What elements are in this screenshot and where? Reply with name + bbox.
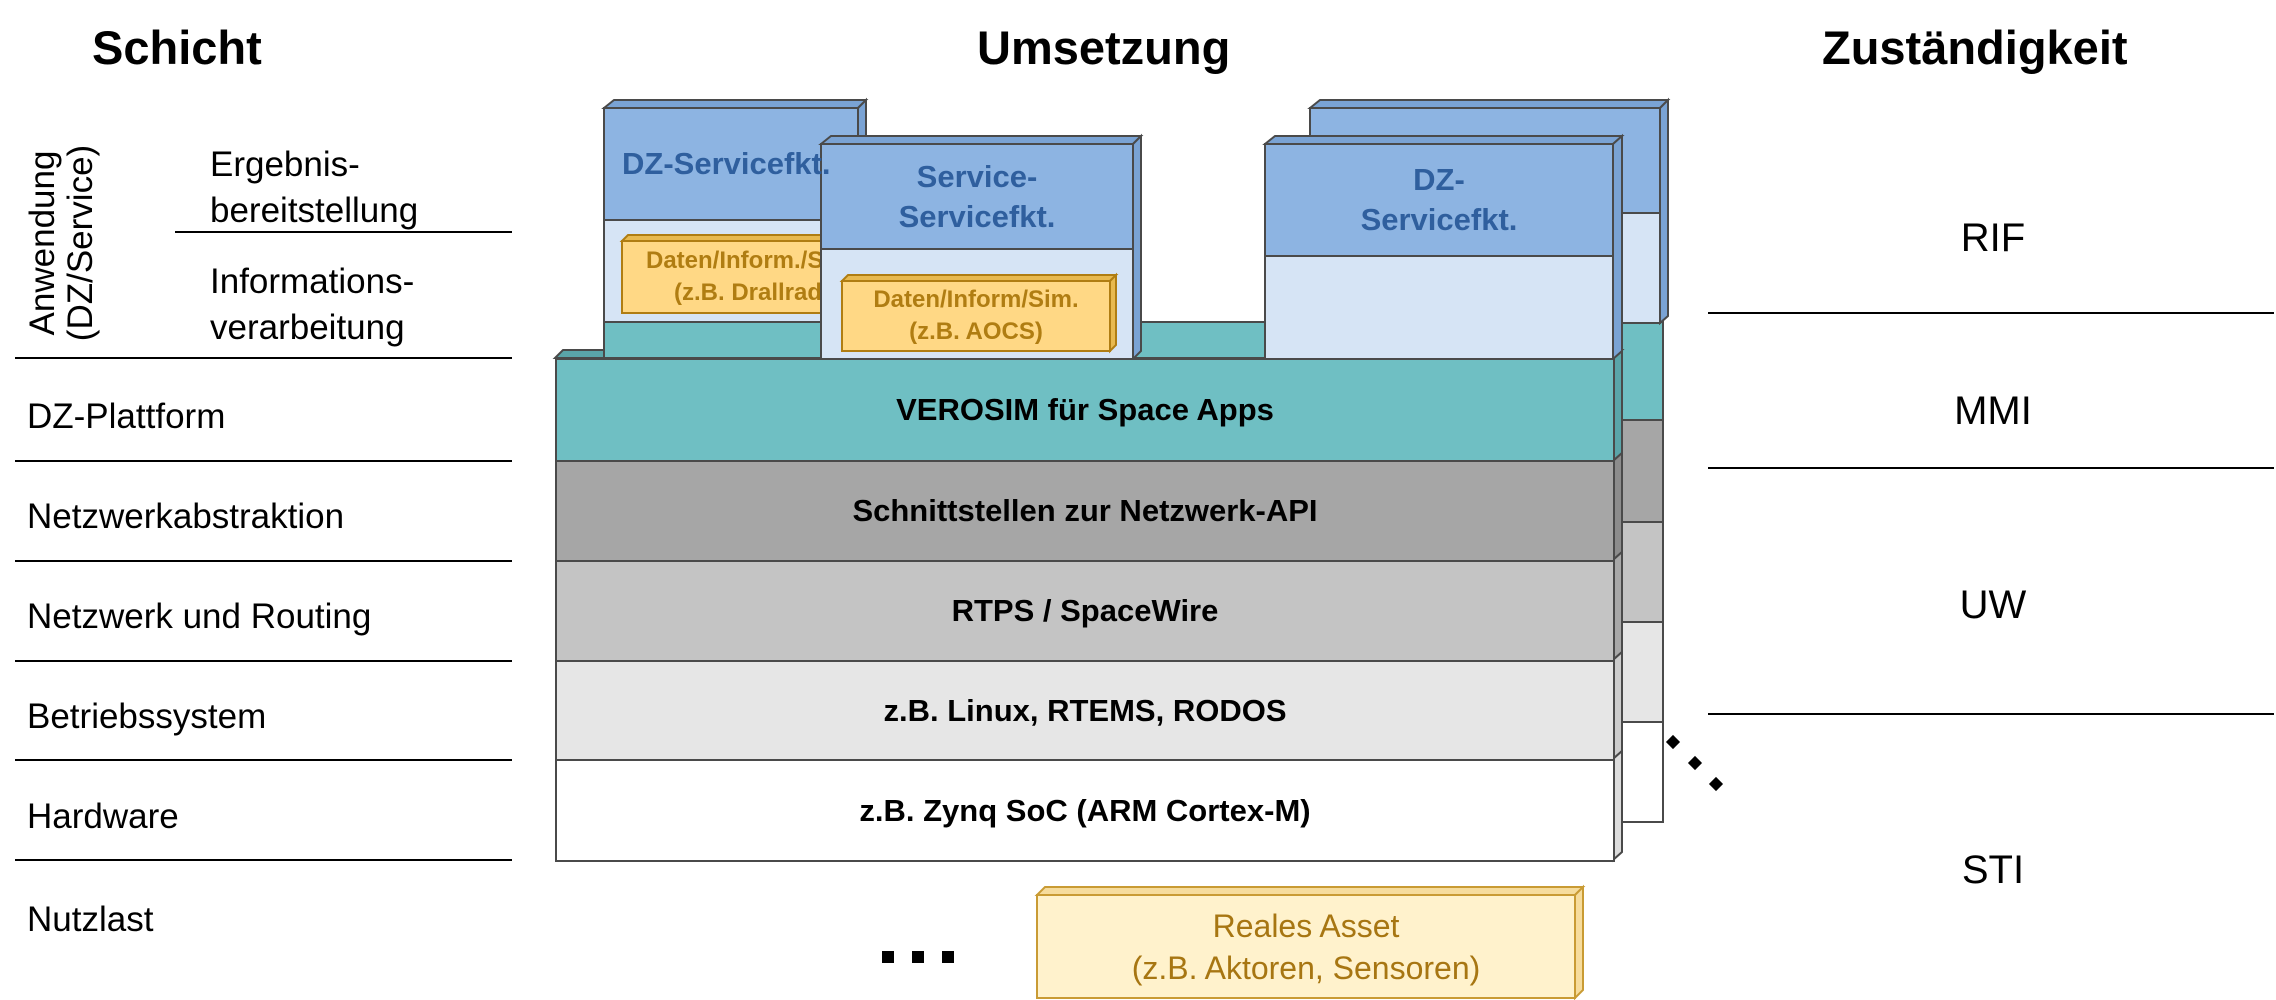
header-umsetzung: Umsetzung (977, 21, 1231, 74)
rtps-label: RTPS / SpaceWire (951, 593, 1219, 628)
layer-hardware: Hardware (27, 797, 179, 836)
layer-zynq: z.B. Zynq SoC (ARM Cortex-M) (555, 759, 1615, 862)
layer-linux: z.B. Linux, RTEMS, RODOS (555, 660, 1615, 761)
svc1-top (601, 99, 869, 109)
layer-nutzlast: Nutzlast (27, 900, 154, 939)
layer-schnittstellen: Schnittstellen zur Netzwerk-API (555, 460, 1615, 562)
layer-dz-plattform: DZ-Plattform (27, 397, 226, 436)
svc3-side (1612, 133, 1623, 362)
svc2-title-box: Service- Servicefkt. (821, 144, 1133, 249)
asset-side (1574, 884, 1584, 1000)
svc3-line-1: DZ- (1413, 162, 1465, 197)
svc3-title: DZ- Servicefkt. (1361, 160, 1518, 240)
ellipsis-dots (882, 951, 954, 963)
daten2-side (1109, 272, 1117, 354)
asset-text: Reales Asset (z.B. Aktoren, Sensoren) (1132, 905, 1481, 989)
dotted-diagonal (1665, 734, 1724, 792)
header-zustaendigkeit: Zuständigkeit (1822, 21, 2128, 74)
ergebnis-line-2: bereitstellung (210, 191, 419, 230)
daten2-front (841, 280, 1111, 352)
zynq-label: z.B. Zynq SoC (ARM Cortex-M) (859, 792, 1311, 828)
divider-rif (1708, 312, 2274, 314)
svc2-top (818, 135, 1144, 145)
divider-netzwerkabstraktion (15, 560, 512, 562)
asset-line-1: Reales Asset (1212, 907, 1400, 944)
layer-rtps: RTPS / SpaceWire (555, 560, 1615, 662)
asset-line-2: (z.B. Aktoren, Sensoren) (1131, 949, 1481, 986)
divider-mmi (1708, 467, 2274, 469)
resp-rif: RIF (1960, 216, 2026, 260)
daten2-line-1: Daten/Inform/Sim. (873, 286, 1079, 313)
resp-uw: UW (1959, 583, 2027, 627)
layer-informations: Informations- verarbeitung (210, 259, 414, 351)
divider-betriebssystem (15, 759, 512, 761)
divider-hardware (15, 859, 512, 861)
header-schicht: Schicht (92, 21, 262, 74)
ergebnis-line-1: Ergebnis- (210, 145, 360, 184)
verosim-label: VEROSIM für Space Apps (896, 392, 1274, 427)
layer-betriebssystem: Betriebssystem (27, 697, 267, 736)
informations-line-1: Informations- (210, 262, 415, 301)
daten1-line-1: Daten/Inform./Sim. (646, 247, 820, 274)
svc2-line-2: Servicefkt. (898, 198, 1056, 234)
svc1-title-clip: DZ-Servicefkt. (604, 108, 858, 220)
daten2-text: Daten/Inform/Sim. (z.B. AOCS) (873, 284, 1078, 348)
svc3-title-box: DZ- Servicefkt. (1265, 144, 1613, 256)
asset-top (1034, 886, 1586, 896)
resp-sti: STI (1961, 848, 2025, 892)
svc3-top (1262, 135, 1625, 145)
back-service-top (1307, 99, 1671, 109)
divider-netzwerk-routing (15, 660, 512, 662)
svc3-front-bottom (1264, 255, 1614, 360)
svc2-line-1: Service- (916, 158, 1038, 194)
divider-anwendung (15, 357, 512, 359)
layer-ergebnis: Ergebnis- bereitstellung (210, 142, 418, 234)
linux-label: z.B. Linux, RTEMS, RODOS (883, 692, 1287, 728)
svc1-title: DZ-Servicefkt. (622, 146, 831, 181)
svc3-front-top (1264, 143, 1614, 257)
resp-mmi: MMI (1954, 389, 2032, 433)
asset-front (1036, 894, 1576, 999)
divider-dz-plattform (15, 460, 512, 462)
divider-ergebnis (175, 231, 512, 233)
asset-box: Reales Asset (z.B. Aktoren, Sensoren) (1037, 895, 1575, 998)
daten2-line-2: (z.B. AOCS) (909, 318, 1043, 345)
layer-netzwerk-routing: Netzwerk und Routing (27, 597, 372, 636)
divider-uw (1708, 713, 2274, 715)
back-service-side (1659, 97, 1669, 326)
schnittstellen-label: Schnittstellen zur Netzwerk-API (852, 493, 1318, 528)
svc1-front-top (603, 107, 859, 221)
daten1-text: Daten/Inform./Sim. (z.B. Drallrad) (646, 245, 820, 309)
daten1-clip: Daten/Inform./Sim. (z.B. Drallrad) (622, 241, 820, 313)
svc2-title: Service- Servicefkt. (899, 157, 1056, 237)
svc2-side (1132, 133, 1142, 362)
layer-verosim: VEROSIM für Space Apps (555, 358, 1615, 462)
layer-netzwerkabstraktion: Netzwerkabstraktion (27, 497, 345, 536)
daten1-line-2: (z.B. Drallrad) (674, 279, 820, 306)
informations-line-2: verarbeitung (210, 308, 405, 347)
svc3-line-2: Servicefkt. (1360, 202, 1518, 237)
daten2-box: Daten/Inform/Sim. (z.B. AOCS) (842, 281, 1110, 351)
